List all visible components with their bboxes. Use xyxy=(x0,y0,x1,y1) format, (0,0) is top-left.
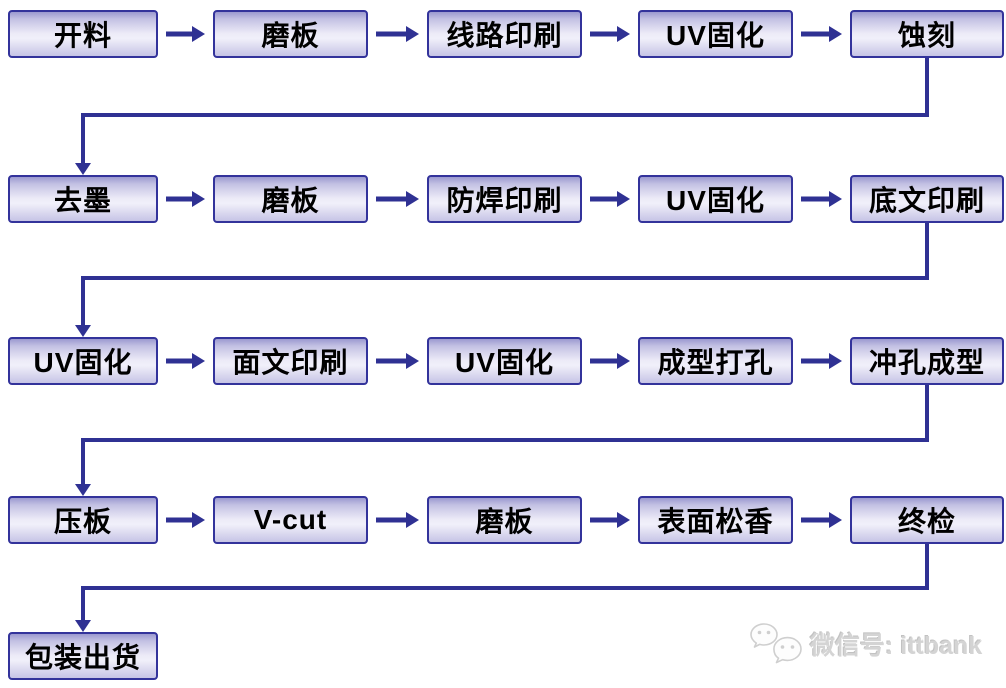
flow-step-box: 去墨 xyxy=(8,175,158,223)
flow-step-box: 压板 xyxy=(8,496,158,544)
watermark-label: 微信号: ittbank xyxy=(810,632,983,660)
flow-step-box: 底文印刷 xyxy=(850,175,1004,223)
flow-step-box: 面文印刷 xyxy=(213,337,368,385)
flow-step-box: 磨板 xyxy=(213,175,368,223)
flow-step-box: 成型打孔 xyxy=(638,337,793,385)
flow-step-box: UV固化 xyxy=(638,10,793,58)
flow-step-box: UV固化 xyxy=(638,175,793,223)
flow-step-box: 防焊印刷 xyxy=(427,175,582,223)
flow-step-box: 磨板 xyxy=(213,10,368,58)
flow-step-box: 线路印刷 xyxy=(427,10,582,58)
flow-step-box: UV固化 xyxy=(427,337,582,385)
watermark: 微信号: ittbank xyxy=(750,618,982,670)
flow-step-box: 冲孔成型 xyxy=(850,337,1004,385)
flow-step-box: 开料 xyxy=(8,10,158,58)
flow-step-box: 包装出货 xyxy=(8,632,158,680)
flow-step-box: 蚀刻 xyxy=(850,10,1004,58)
flow-step-box: 终检 xyxy=(850,496,1004,544)
flow-step-box: 表面松香 xyxy=(638,496,793,544)
flow-step-box: UV固化 xyxy=(8,337,158,385)
flow-step-box: V-cut xyxy=(213,496,368,544)
flow-step-box: 磨板 xyxy=(427,496,582,544)
wechat-icon xyxy=(750,623,802,664)
